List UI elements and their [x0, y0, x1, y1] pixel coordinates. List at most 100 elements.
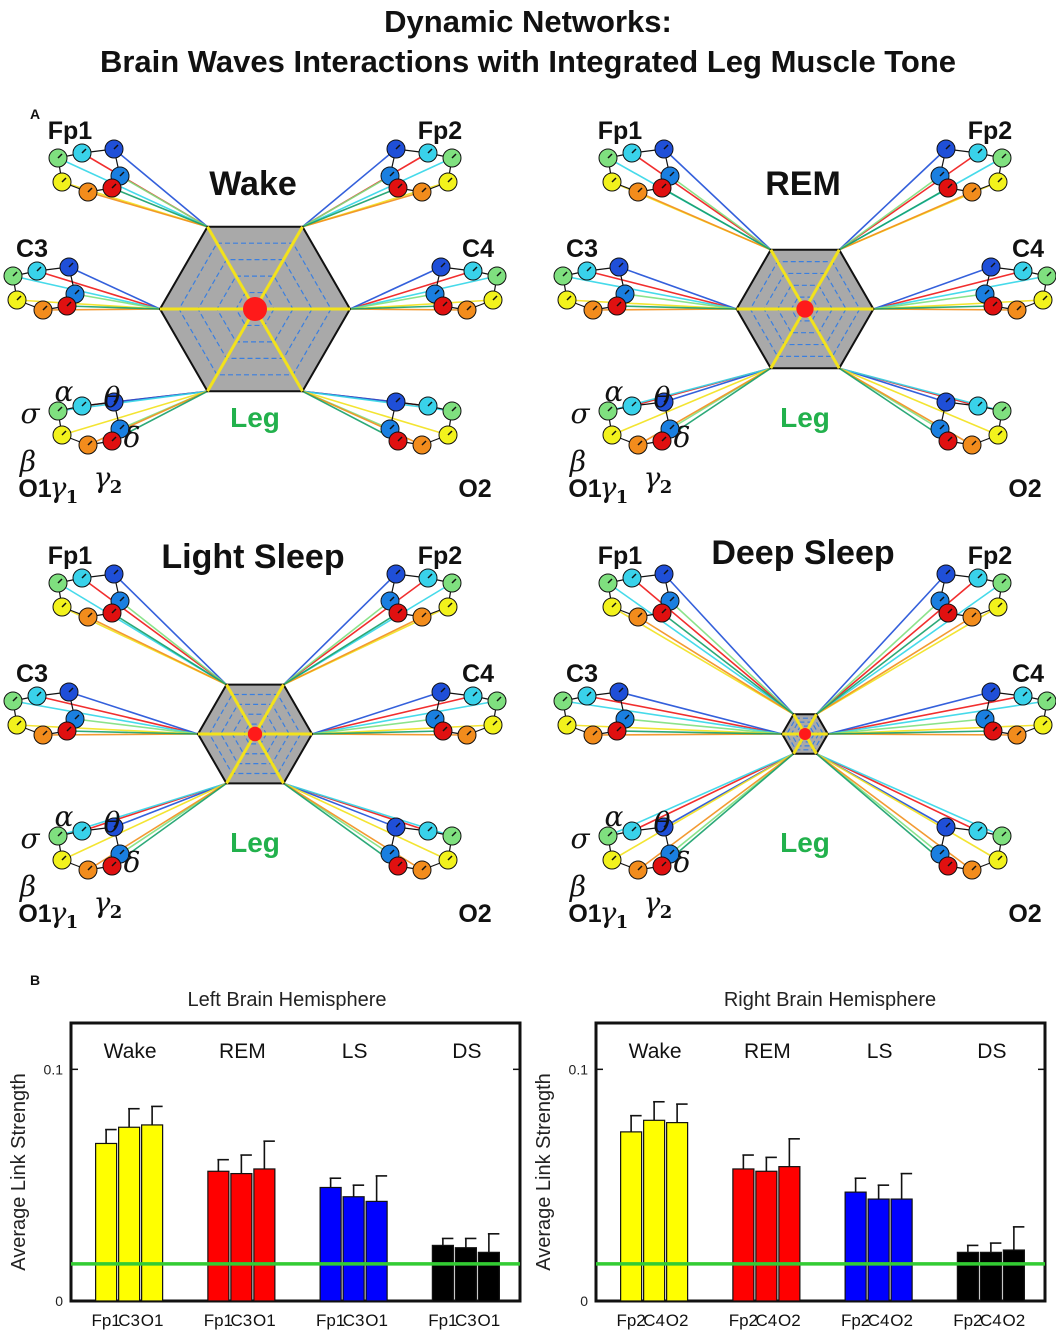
spoke-Fp2	[302, 157, 453, 228]
band-node-tick	[1001, 831, 1007, 837]
band-node-tick	[624, 714, 630, 720]
bar	[844, 1191, 867, 1302]
band-node-tick	[971, 440, 977, 446]
spoke-C4	[873, 266, 992, 310]
leg-label: Leg	[780, 402, 830, 433]
spoke-Fp2	[815, 582, 1003, 715]
electrode-cluster-o2	[380, 392, 462, 455]
spoke-O2	[302, 390, 449, 436]
bar	[95, 1142, 118, 1302]
band-node-tick	[990, 262, 996, 268]
band-node-tick	[492, 720, 498, 726]
band-node-tick	[395, 397, 401, 403]
x-tick-label: O1	[253, 1311, 276, 1330]
band-node-tick	[113, 822, 119, 828]
band-node-tick	[637, 612, 643, 618]
band-node-tick	[586, 691, 592, 697]
band-node-tick	[42, 730, 48, 736]
band-node-tick	[661, 608, 667, 614]
band-node-tick	[1001, 578, 1007, 584]
greek-gamma1: γ	[50, 896, 67, 929]
network-state-title: Deep Sleep	[711, 534, 894, 572]
band-node-tick	[984, 714, 990, 720]
electrode-label-o1: O1	[568, 900, 601, 928]
spoke-O2	[838, 367, 949, 442]
band-node-tick	[663, 569, 669, 575]
band-node-tick	[68, 687, 74, 693]
electrode-label-c4: C4	[462, 660, 494, 688]
spoke-C4	[311, 695, 474, 735]
network-state-title: Light Sleep	[161, 538, 344, 576]
x-tick-label: O1	[365, 1311, 388, 1330]
band-node-tick	[669, 424, 675, 430]
band-node-tick	[57, 153, 63, 159]
spoke-C4	[827, 700, 1048, 735]
spoke-C4	[827, 724, 1044, 735]
band-node-tick	[81, 573, 87, 579]
electrode-cluster-c3	[3, 682, 85, 745]
spoke-C4	[827, 691, 992, 735]
figure-title-line1: Dynamic Networks:	[384, 4, 672, 39]
spoke-C3	[66, 305, 161, 310]
band-node-tick	[440, 262, 446, 268]
electrode-label-c3: C3	[16, 660, 48, 688]
band-node-tick	[395, 144, 401, 150]
band-node-tick	[111, 608, 117, 614]
spoke-O1	[111, 782, 227, 867]
band-node-tick	[997, 430, 1003, 436]
spoke-O2	[815, 753, 999, 861]
spoke-C4	[827, 730, 994, 735]
spoke-O2	[283, 782, 399, 867]
band-node-tick	[74, 289, 80, 295]
band-node-tick	[16, 295, 22, 301]
band-node-tick	[1016, 305, 1022, 311]
spoke-C4	[349, 275, 498, 310]
spoke-Fp1	[113, 148, 209, 228]
hub-spoke	[769, 308, 807, 369]
spoke-O1	[663, 367, 772, 403]
group-label: DS	[977, 1040, 1006, 1063]
electrode-cluster-fp1	[48, 139, 130, 202]
leg-label: Leg	[230, 402, 280, 433]
greek-gamma2: γ	[94, 461, 111, 494]
spoke-O2	[815, 753, 949, 867]
electrode-cluster-c4	[425, 682, 507, 745]
x-tick-label: C4	[868, 1311, 890, 1330]
spoke-Fp2	[282, 573, 397, 686]
electrode-cluster-fp2	[380, 564, 462, 627]
band-node-tick	[1022, 691, 1028, 697]
spoke-C3	[66, 730, 199, 735]
spoke-O1	[607, 753, 794, 837]
band-node-tick	[397, 861, 403, 867]
spoke-Fp1	[87, 191, 208, 228]
spoke-C4	[873, 275, 1048, 310]
spoke-Fp2	[815, 573, 947, 715]
hub-spoke	[253, 733, 285, 785]
band-node-tick	[611, 855, 617, 861]
x-tick-label: C4	[756, 1311, 778, 1330]
spoke-C4	[827, 695, 1024, 735]
electrode-cluster-c3	[553, 682, 635, 745]
x-tick-label: O1	[478, 1311, 501, 1330]
bar	[365, 1200, 388, 1302]
x-tick-label: O2	[666, 1311, 689, 1330]
spoke-C3	[12, 700, 199, 735]
band-node-tick	[119, 424, 125, 430]
group-label: Wake	[104, 1040, 157, 1063]
electrode-label-c3: C3	[566, 235, 598, 263]
greek-gamma2-subscript: 2	[660, 477, 673, 498]
electrode-label-o1: O1	[18, 475, 51, 503]
greek-beta: β	[569, 870, 586, 903]
band-node-tick	[466, 730, 472, 736]
spoke-C4	[827, 718, 986, 735]
band-node-tick	[663, 144, 669, 150]
group-label: DS	[452, 1040, 481, 1063]
spoke-C3	[616, 305, 737, 310]
hub-spoke	[225, 733, 257, 785]
band-node-tick	[1046, 696, 1052, 702]
x-tick-label: C3	[343, 1311, 365, 1330]
x-tick-label: C4	[643, 1311, 665, 1330]
spoke-Fp2	[815, 612, 949, 715]
band-node-tick	[637, 187, 643, 193]
